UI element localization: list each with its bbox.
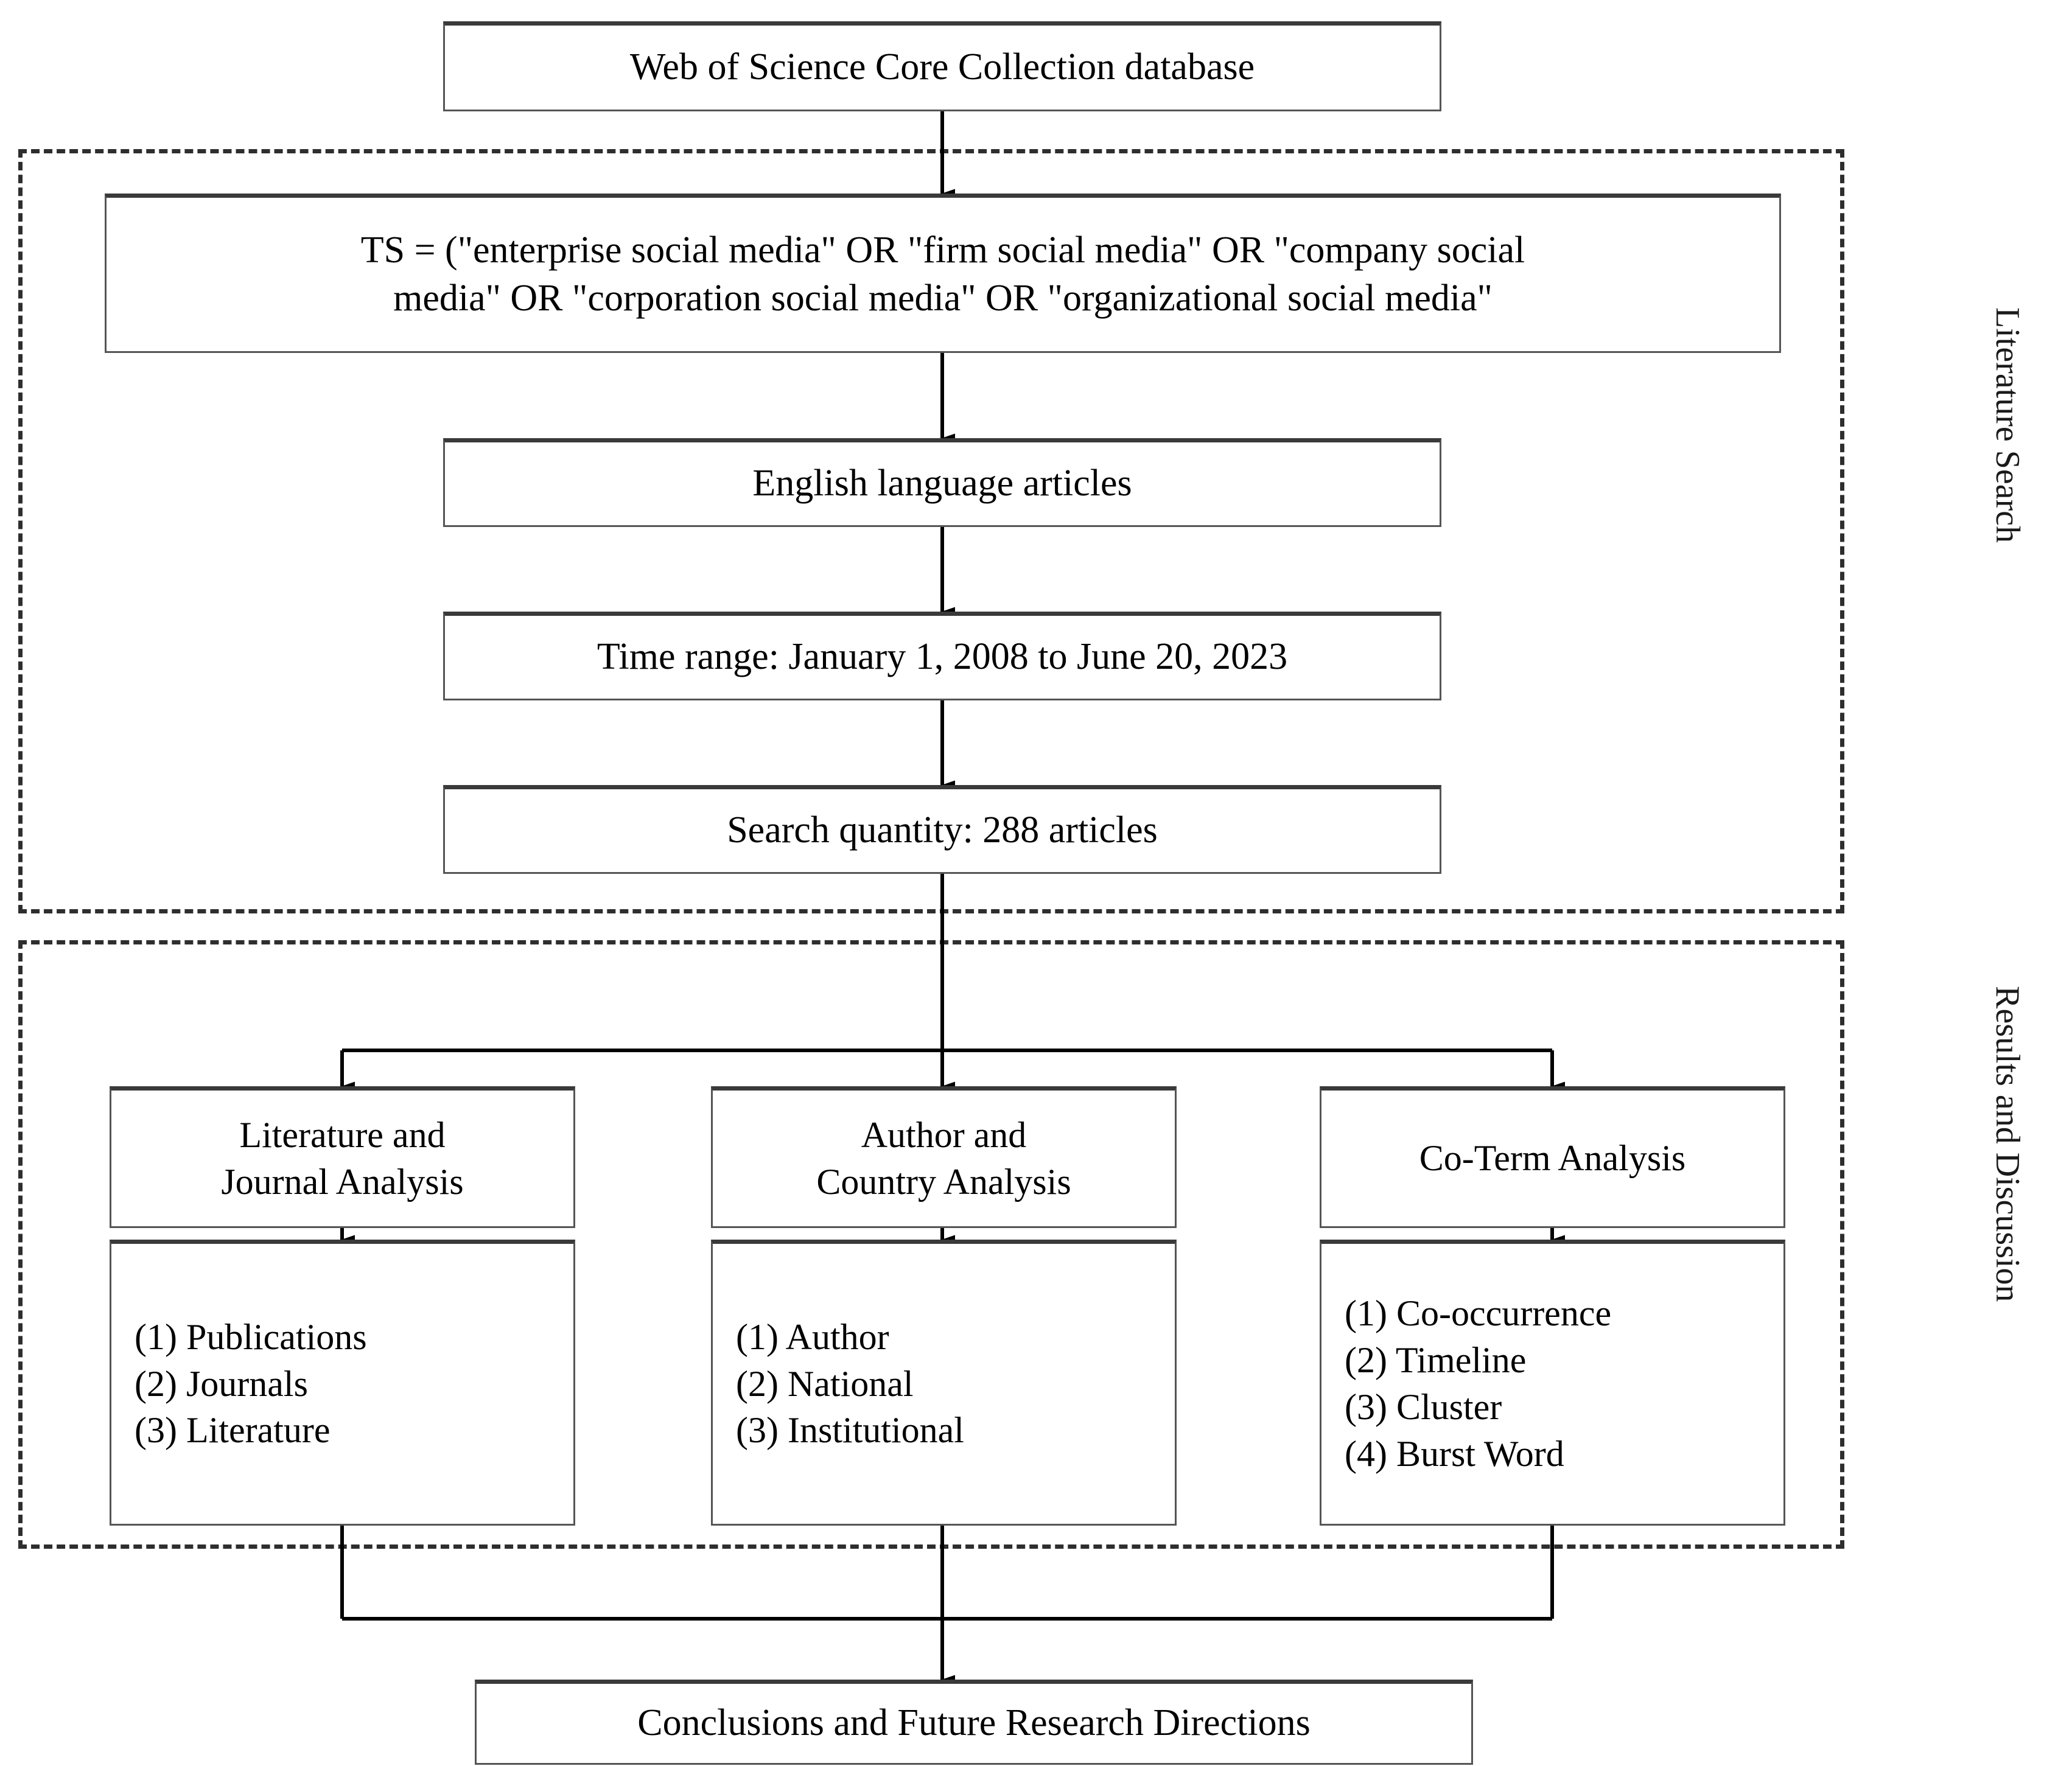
- node-analysis-2-line1: Author and: [861, 1114, 1027, 1155]
- section-label-results-discussion-text: Results and Discussion: [1989, 986, 2026, 1302]
- section-label-literature-search: Literature Search: [1988, 307, 2027, 543]
- node-query-line2: media" OR "corporation social media" OR …: [393, 277, 1493, 319]
- node-analysis-co-term[interactable]: Co-Term Analysis: [1320, 1086, 1785, 1228]
- node-search-quantity[interactable]: Search quantity: 288 articles: [443, 785, 1441, 874]
- node-analysis-2-line2: Country Analysis: [816, 1161, 1071, 1202]
- node-database-label: Web of Science Core Collection database: [629, 46, 1255, 88]
- list-item: (1) Co-occurrence: [1345, 1293, 1612, 1334]
- node-language-label: English language articles: [752, 462, 1132, 504]
- list-item: (3) Literature: [135, 1410, 331, 1451]
- literature-search-region: [18, 149, 1844, 913]
- node-details-co-term[interactable]: (1) Co-occurrence (2) Timeline (3) Clust…: [1320, 1240, 1785, 1526]
- node-time-range[interactable]: Time range: January 1, 2008 to June 20, …: [443, 612, 1441, 700]
- node-analysis-literature-journal[interactable]: Literature and Journal Analysis: [110, 1086, 575, 1228]
- node-query[interactable]: TS = ("enterprise social media" OR "firm…: [105, 194, 1781, 353]
- section-label-results-discussion: Results and Discussion: [1988, 986, 2027, 1302]
- node-time-range-label: Time range: January 1, 2008 to June 20, …: [597, 636, 1288, 678]
- list-item: (3) Cluster: [1345, 1387, 1502, 1427]
- node-query-line1: TS = ("enterprise social media" OR "firm…: [360, 229, 1525, 271]
- node-analysis-author-country[interactable]: Author and Country Analysis: [711, 1086, 1177, 1228]
- node-details-literature-journal[interactable]: (1) Publications (2) Journals (3) Litera…: [110, 1240, 575, 1526]
- node-search-quantity-label: Search quantity: 288 articles: [727, 809, 1158, 851]
- node-conclusions[interactable]: Conclusions and Future Research Directio…: [475, 1680, 1473, 1765]
- list-item: (1) Author: [736, 1316, 889, 1357]
- list-item: (2) Journals: [135, 1363, 308, 1404]
- section-label-literature-search-text: Literature Search: [1989, 307, 2026, 543]
- node-analysis-3-line1: Co-Term Analysis: [1419, 1138, 1686, 1179]
- list-item: (4) Burst Word: [1345, 1433, 1564, 1474]
- node-language[interactable]: English language articles: [443, 438, 1441, 527]
- results-discussion-region: [18, 940, 1844, 1549]
- node-conclusions-label: Conclusions and Future Research Directio…: [637, 1702, 1311, 1744]
- node-analysis-1-line2: Journal Analysis: [221, 1161, 464, 1202]
- list-item: (2) Timeline: [1345, 1340, 1527, 1381]
- list-item: (1) Publications: [135, 1316, 367, 1357]
- list-item: (2) National: [736, 1363, 914, 1404]
- node-analysis-1-line1: Literature and: [239, 1114, 446, 1155]
- node-details-author-country[interactable]: (1) Author (2) National (3) Institutiona…: [711, 1240, 1177, 1526]
- node-database[interactable]: Web of Science Core Collection database: [443, 21, 1441, 111]
- list-item: (3) Institutional: [736, 1410, 964, 1451]
